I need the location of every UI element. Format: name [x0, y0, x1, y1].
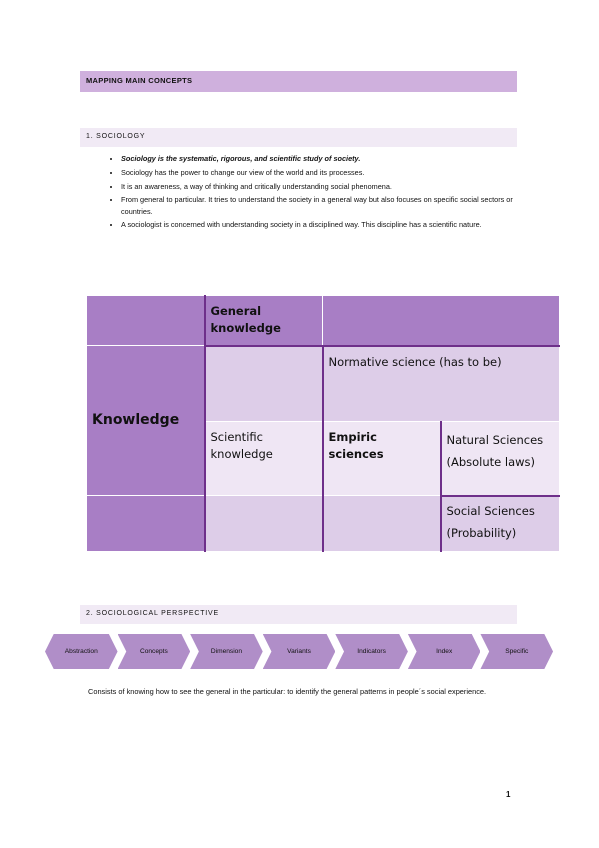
step-label: Variants [287, 648, 311, 655]
process-step-abstraction: Abstraction [45, 634, 118, 669]
step-label: Index [436, 648, 453, 655]
social-sciences-label: Social Sciences [446, 503, 535, 518]
knowledge-label: Knowledge [86, 345, 205, 496]
section-heading-text: 2. SOCIOLOGICAL PERSPECTIVE [86, 610, 219, 617]
knowledge-table: General knowledge Knowledge Normative sc… [86, 295, 560, 552]
scientific-knowledge-cell: Scientific knowledge [203, 421, 323, 496]
empty-cell [321, 495, 441, 552]
natural-sciences-cell: Natural Sciences (Absolute laws) [439, 421, 560, 497]
empty-cell [203, 495, 323, 552]
step-label: Indicators [357, 648, 386, 655]
step-label: Specific [505, 648, 529, 655]
process-step-variants: Variants [262, 634, 336, 669]
section-heading-text: 1. SOCIOLOGY [86, 133, 146, 140]
perspective-process-flow: Abstraction Concepts Dimension Variants … [45, 634, 554, 669]
page-number: 1 [506, 790, 511, 799]
step-label: Abstraction [64, 648, 98, 655]
section-heading-perspective: 2. SOCIOLOGICAL PERSPECTIVE [80, 605, 517, 624]
page-title: MAPPING MAIN CONCEPTS [86, 76, 193, 85]
normative-science-cell: Normative science (has to be) [321, 345, 560, 422]
section-banner-main: MAPPING MAIN CONCEPTS [80, 71, 517, 92]
empiric-sciences-label: Empiric sciences [328, 430, 384, 461]
process-step-specific: Specific [480, 634, 554, 669]
bullet-item: From general to particular. It tries to … [121, 194, 546, 217]
step-label: Dimension [210, 648, 243, 655]
header-empty-cell [322, 295, 560, 347]
empiric-sciences-cell: Empiric sciences [321, 421, 441, 496]
step-label: Concepts [139, 648, 168, 655]
process-step-index: Index [407, 634, 481, 669]
sociology-bullet-list: Sociology is the systematic, rigorous, a… [88, 153, 546, 233]
natural-sciences-sub: (Absolute laws) [446, 455, 536, 469]
bullet-item: Sociology is the systematic, rigorous, a… [121, 153, 546, 164]
social-sciences-cell: Social Sciences (Probability) [439, 495, 560, 552]
perspective-paragraph: Consists of knowing how to see the gener… [88, 687, 487, 696]
empty-cell [203, 344, 323, 422]
bullet-item: A sociologist is concerned with understa… [121, 219, 546, 230]
natural-sciences-label: Natural Sciences [446, 433, 544, 447]
process-step-indicators: Indicators [335, 634, 408, 669]
section-heading-sociology: 1. SOCIOLOGY [80, 128, 517, 147]
knowledge-bottom-cell [86, 495, 205, 552]
bullet-item: It is an awareness, a way of thinking an… [121, 181, 546, 192]
process-step-concepts: Concepts [117, 634, 191, 669]
bullet-item: Sociology has the power to change our vi… [121, 167, 546, 178]
knowledge-corner-cell [86, 295, 205, 346]
process-step-dimension: Dimension [190, 634, 263, 669]
general-knowledge-cell: General knowledge [203, 295, 323, 346]
social-sciences-sub: (Probability) [446, 525, 517, 540]
